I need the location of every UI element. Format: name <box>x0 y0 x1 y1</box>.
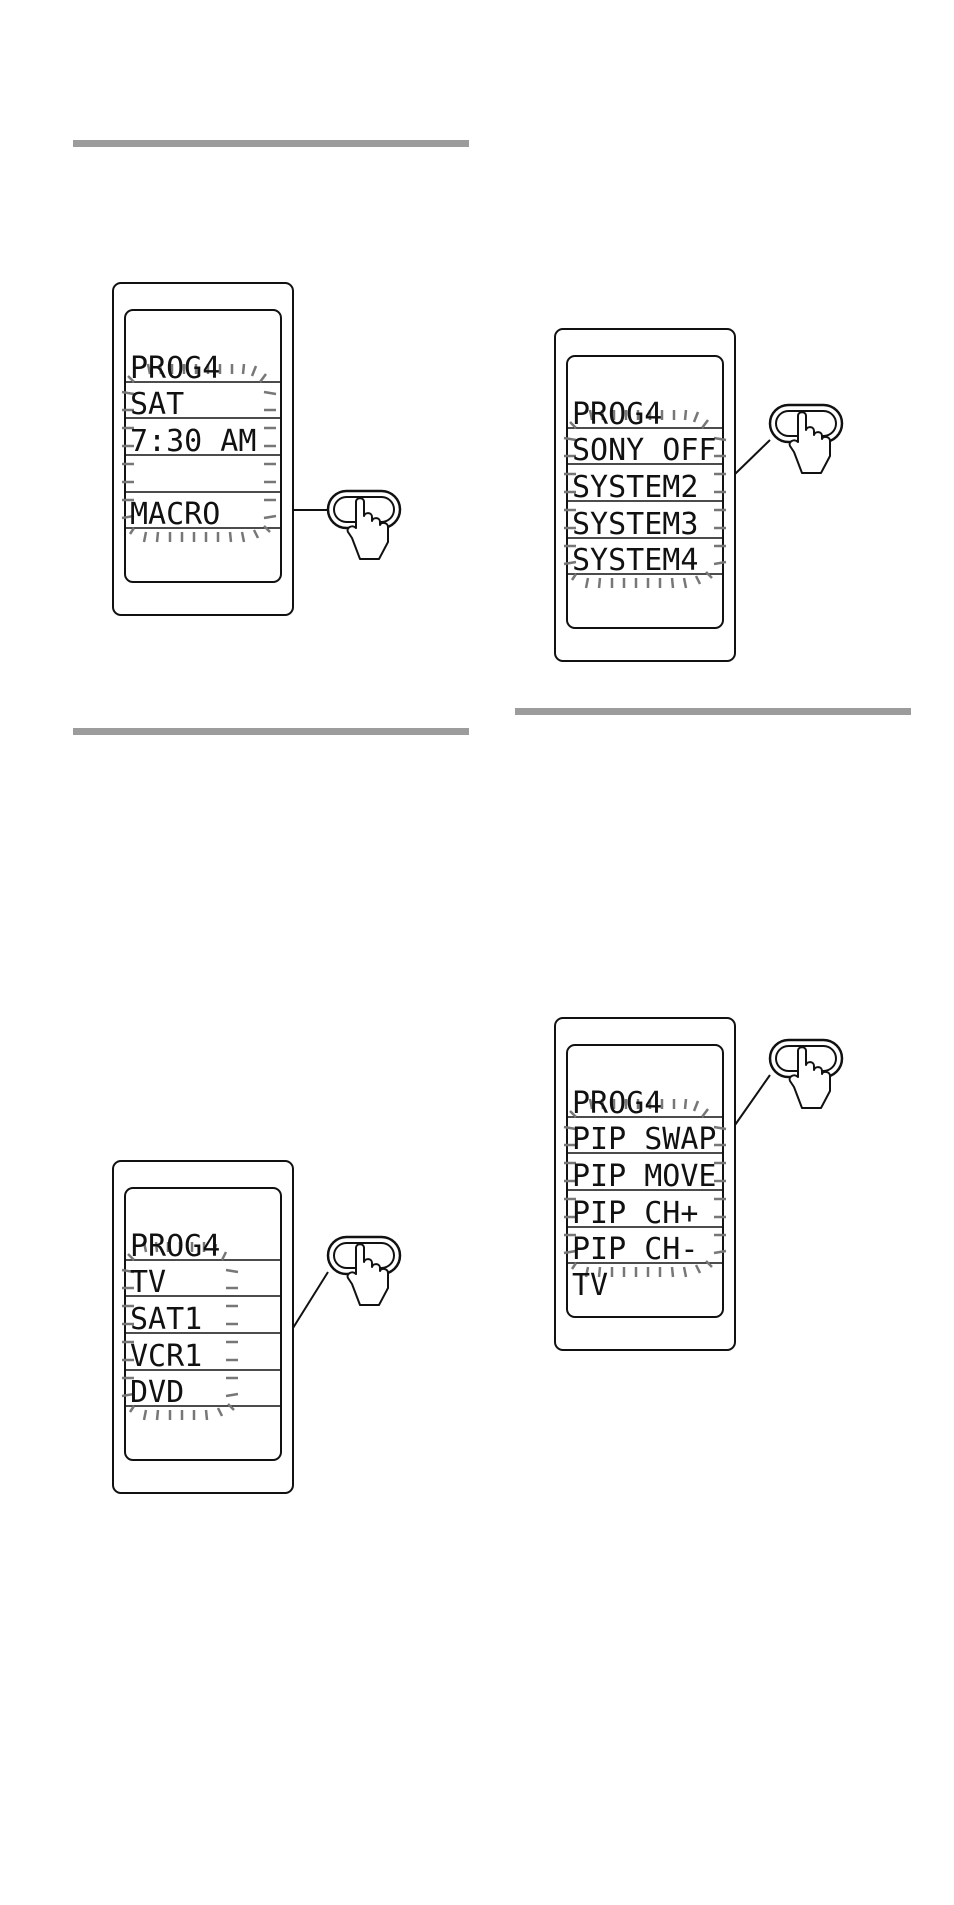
lcd-lines <box>125 1259 281 1407</box>
lcd-header: PROG4 <box>130 1229 220 1264</box>
section-rule-1 <box>73 140 469 147</box>
remote-body <box>112 282 294 616</box>
blink-marks <box>121 363 277 543</box>
lcd-lines <box>567 1116 723 1264</box>
blink-marks <box>563 409 727 589</box>
blink-marks <box>563 1098 727 1278</box>
lcd-line-3: SYSTEM3 <box>572 507 698 542</box>
remote-figure-4: PROG4 PIP SWAP PIP MOVE PIP CH+ PIP CH- … <box>554 1017 844 1351</box>
lcd-lines <box>125 381 281 529</box>
hand-icon <box>788 1046 831 1109</box>
hand-icon <box>788 411 831 474</box>
section-rule-3 <box>515 708 911 715</box>
lcd-line-2: 7:30 AM <box>130 424 256 459</box>
remote-figure-2: PROG4 SONY OFF SYSTEM2 SYSTEM3 SYSTEM4 <box>554 328 844 662</box>
remote-body <box>554 1017 736 1351</box>
lcd-header: PROG4 <box>572 1086 662 1121</box>
button-press <box>326 489 402 560</box>
lcd-line-4: MACRO <box>130 497 220 532</box>
lcd-header: PROG4 <box>130 351 220 386</box>
lcd-line-1: TV <box>130 1265 166 1300</box>
section-rule-2 <box>73 728 469 735</box>
lcd-line-2: SYSTEM2 <box>572 470 698 505</box>
hand-icon <box>346 497 389 560</box>
lcd-line-4: SYSTEM4 <box>572 543 698 578</box>
hand-icon <box>346 1243 389 1306</box>
remote-figure-3: PROG4 TV SAT1 VCR1 DVD <box>112 1160 402 1494</box>
lcd-line-4: PIP CH- <box>572 1232 698 1267</box>
lcd-header: PROG4 <box>572 397 662 432</box>
button-press <box>326 1235 402 1306</box>
callout-line <box>292 1271 329 1329</box>
lcd-lines <box>567 427 723 575</box>
lcd-line-1: SAT <box>130 387 184 422</box>
lcd-line-3: VCR1 <box>130 1339 202 1374</box>
lcd-line-2: PIP MOVE <box>572 1159 717 1194</box>
blink-marks <box>121 1241 239 1421</box>
lcd-line-2: SAT1 <box>130 1302 202 1337</box>
callout-line <box>734 1074 771 1126</box>
callout-line <box>734 439 771 475</box>
lcd-line-4: DVD <box>130 1375 184 1410</box>
remote-figure-1: PROG4 SAT 7:30 AM MACRO <box>112 282 402 616</box>
lcd-line-1: SONY OFF <box>572 433 717 468</box>
lcd-footer: TV <box>572 1268 608 1303</box>
lcd-line-3: PIP CH+ <box>572 1196 698 1231</box>
remote-body <box>554 328 736 662</box>
lcd-line-1: PIP SWAP <box>572 1122 717 1157</box>
button-press <box>768 1038 844 1109</box>
button-press <box>768 403 844 474</box>
